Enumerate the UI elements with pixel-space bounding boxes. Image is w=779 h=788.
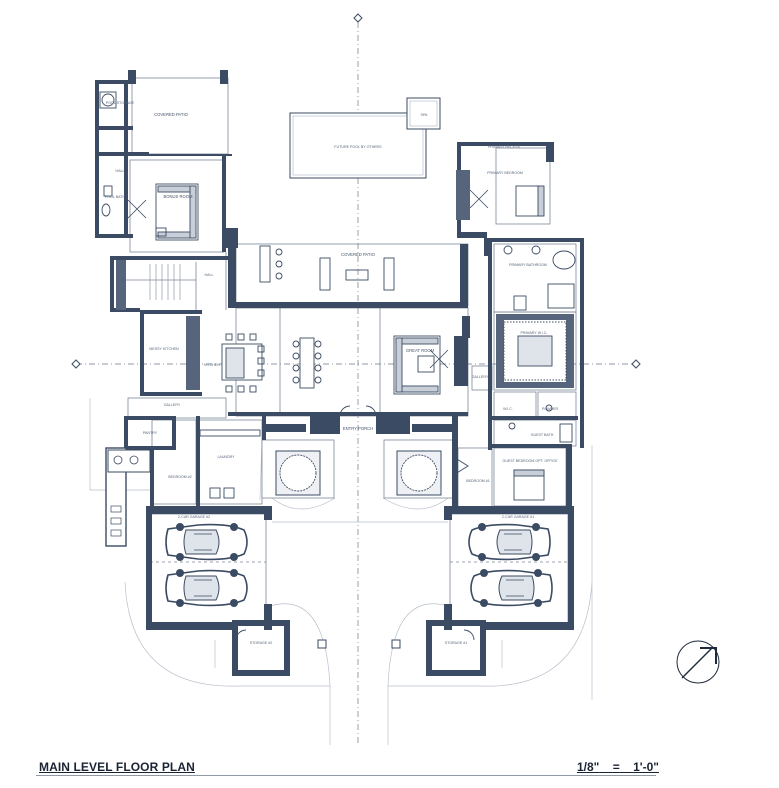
future-pool (289, 97, 441, 179)
label-primary-bedroom: PRIMARY BEDROOM (487, 171, 523, 175)
label-laundry: LAUNDRY (217, 455, 235, 459)
label-entry-porch: ENTRY PORCH (343, 426, 373, 431)
walls (95, 70, 584, 676)
scale-left: 1/8" (577, 760, 600, 774)
label-kitchen: KITCHEN (204, 363, 220, 367)
label-primary-wic: PRIMARY W.I.C. (520, 331, 547, 335)
furniture (99, 91, 576, 641)
label-bedroom-2: BEDROOM #2 (168, 475, 192, 479)
label-covered-patio-top: COVERED PATIO (154, 112, 189, 117)
label-hall-2: HALL (205, 273, 214, 277)
post-marker-right (391, 639, 401, 649)
plan-scale: 1/8" = 1'-0" (577, 760, 659, 774)
label-messy-kitchen: MESSY KITCHEN (149, 347, 179, 351)
label-guest-bedroom: GUEST BEDROOM OPT. OFFICE (502, 459, 558, 463)
garage-1-car-top (468, 522, 551, 562)
label-pool-storage: POOL STORAGE (106, 101, 135, 105)
stairs (149, 264, 181, 300)
axis-markers (71, 13, 641, 369)
label-gallery-2: GALLERY (472, 375, 489, 379)
label-spa: SPA (421, 113, 429, 117)
plan-title: MAIN LEVEL FLOOR PLAN (39, 760, 195, 774)
courtyards (261, 439, 457, 499)
label-primary-recess: PRIMARY RECESS (488, 145, 521, 149)
label-storage-2: STORAGE #2 (250, 641, 273, 645)
label-garage-2: 2-CAR GARAGE #2 (178, 515, 210, 519)
label-guest-bath: GUEST BATH (531, 433, 554, 437)
garage-2-car-top (165, 522, 248, 562)
label-covered-patio-main: COVERED PATIO (341, 252, 376, 257)
label-hall: HALL (116, 169, 125, 173)
label-great-room: GREAT ROOM (406, 348, 435, 353)
label-storage-1: STORAGE #1 (445, 641, 468, 645)
label-future-pool: FUTURE POOL BY OTHERS (334, 145, 382, 149)
label-powder: POWDER (542, 407, 559, 411)
footer-divider (36, 775, 656, 776)
garage-2-car-bottom (165, 568, 248, 608)
room-labels: COVERED PATIO POOL STORAGE HALL POOL BAT… (105, 101, 559, 645)
label-pool-bath: POOL BATH (105, 195, 126, 199)
label-primary-bathroom: PRIMARY BATHROOM (509, 263, 547, 267)
equipment (105, 447, 151, 547)
label-gallery: GALLERY (164, 403, 181, 407)
label-wic: W.I.C. (503, 407, 513, 411)
scale-equals: = (612, 760, 620, 774)
label-bedroom-1: BEDROOM #1 (466, 479, 490, 483)
post-marker-left (317, 639, 327, 649)
north-arrow-icon (676, 640, 720, 684)
label-garage-1: 2-CAR GARAGE #1 (502, 515, 534, 519)
label-pantry: PANTRY (143, 431, 158, 435)
label-bonus-room: BONUS ROOM (163, 194, 193, 199)
scale-right: 1'-0" (633, 760, 659, 774)
garage-1-car-bottom (470, 568, 553, 608)
